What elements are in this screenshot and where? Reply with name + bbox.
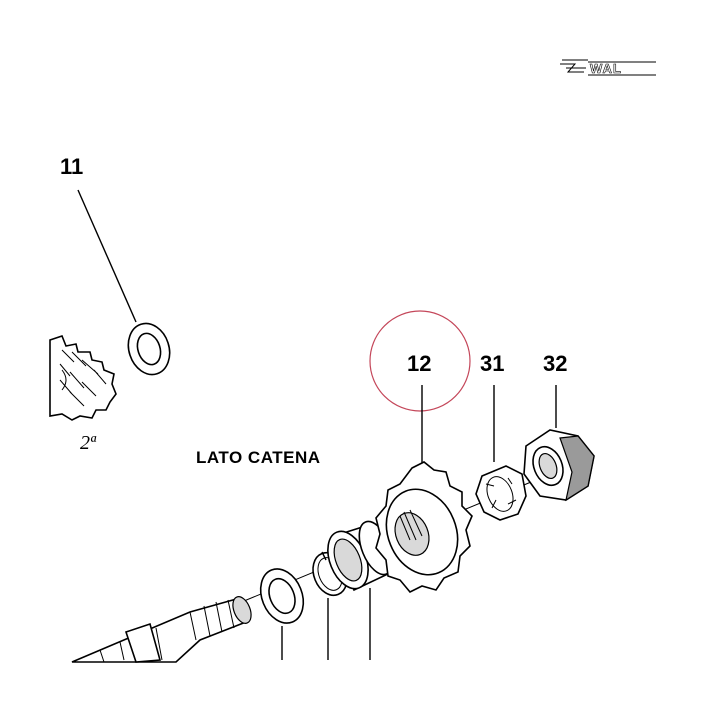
callout-12[interactable]: 12 xyxy=(407,351,431,376)
part-31-lock-washer[interactable] xyxy=(475,465,527,521)
brand-logo-text: WAL xyxy=(590,61,622,76)
gear-label-2nd: 2ª xyxy=(80,432,97,454)
part-12-sprocket[interactable] xyxy=(374,461,473,593)
leader-line-11 xyxy=(77,189,137,323)
gear-2nd[interactable] xyxy=(49,335,117,421)
callout-11[interactable]: 11 xyxy=(60,154,83,179)
thrust-washer[interactable] xyxy=(253,563,311,630)
part-32-hex-nut[interactable] xyxy=(523,429,595,502)
callout-32[interactable]: 32 xyxy=(543,351,567,376)
side-label: LATO CATENA xyxy=(196,448,321,467)
brand-logo: WAL xyxy=(560,59,656,76)
callout-31[interactable]: 31 xyxy=(480,351,504,376)
highlight-circle xyxy=(369,310,471,412)
part-11-washer[interactable] xyxy=(122,318,176,380)
shaft-splined[interactable] xyxy=(71,594,255,663)
